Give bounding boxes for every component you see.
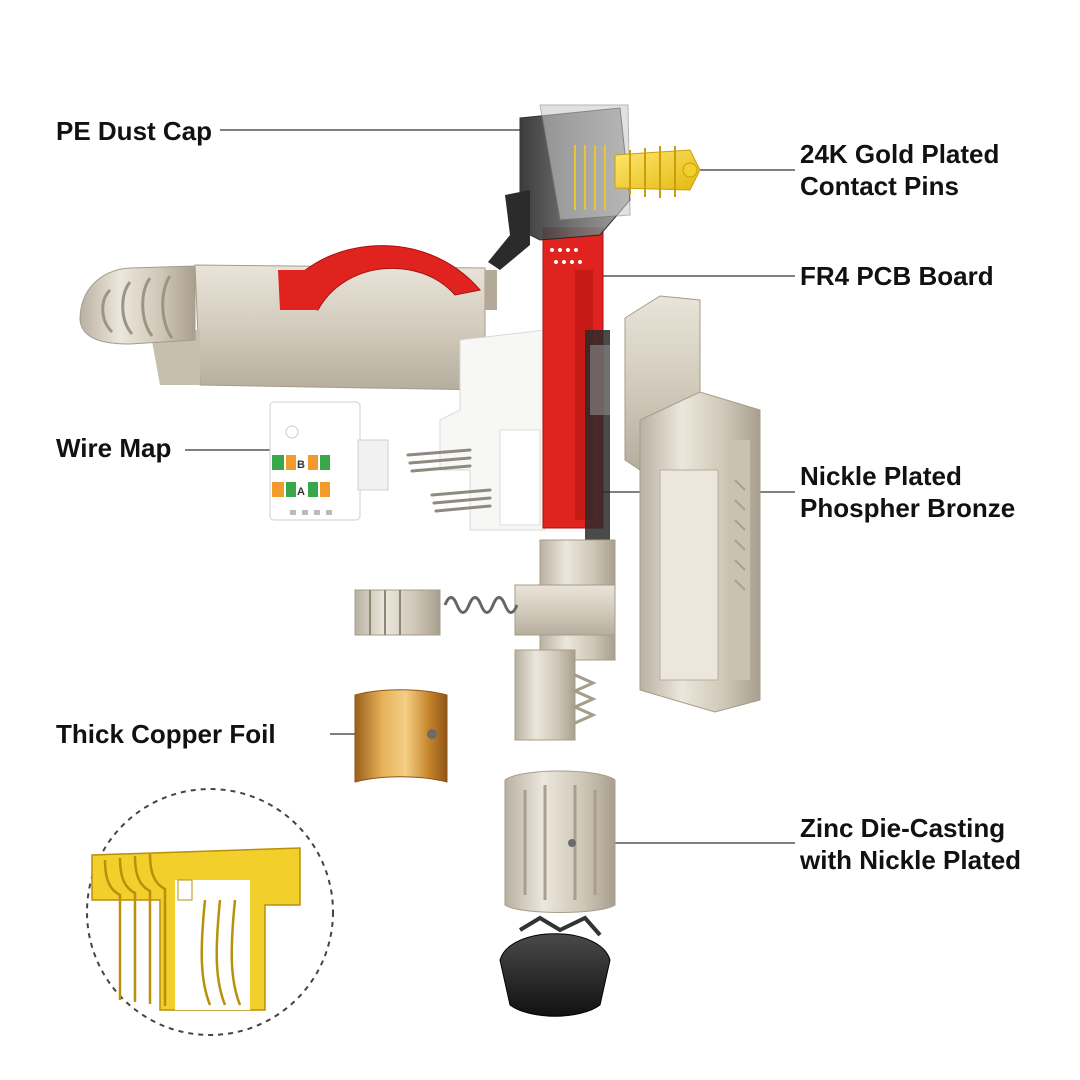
pcb-board [542, 227, 610, 580]
label-zinc-casting-line2: with Nickle Plated [800, 845, 1022, 875]
label-phosphor-bronze: Nickle Plated Phospher Bronze [800, 460, 1015, 524]
label-gold-pins: 24K Gold Plated Contact Pins [800, 138, 999, 202]
wire-map-marking-a: A [297, 486, 305, 498]
label-gold-pins-line2: Contact Pins [800, 171, 959, 201]
label-pe-dust-cap-text: PE Dust Cap [56, 116, 213, 146]
label-phosphor-bronze-line2: Phospher Bronze [800, 493, 1016, 523]
label-copper-foil-text: Thick Copper Foil [56, 719, 276, 749]
gold-contact-pins [614, 146, 701, 198]
contact-zoom-inset [86, 788, 334, 1036]
label-copper-foil: Thick Copper Foil [56, 718, 276, 750]
wire-map-marking-b: B [297, 459, 305, 471]
label-wire-map: Wire Map [56, 432, 171, 464]
label-pcb-board: FR4 PCB Board [800, 260, 994, 292]
black-end-cap [499, 915, 611, 1017]
zinc-nut [504, 770, 616, 913]
dust-cap-and-head [488, 104, 631, 270]
label-gold-pins-line1: 24K Gold Plated [800, 139, 1000, 169]
upper-shield-body [79, 245, 497, 391]
boot-body [354, 539, 616, 741]
label-phosphor-bronze-line1: Nickle Plated [800, 461, 962, 491]
contact-block [406, 329, 546, 531]
label-wire-map-text: Wire Map [56, 433, 172, 463]
label-pe-dust-cap: PE Dust Cap [56, 115, 212, 147]
wire-map-block: B A [269, 401, 389, 521]
copper-foil [354, 689, 448, 783]
label-pcb-board-text: FR4 PCB Board [800, 261, 994, 291]
label-zinc-casting-line1: Zinc Die-Casting [800, 813, 1006, 843]
label-zinc-casting: Zinc Die-Casting with Nickle Plated [800, 812, 1021, 876]
shield-housing [624, 295, 761, 713]
